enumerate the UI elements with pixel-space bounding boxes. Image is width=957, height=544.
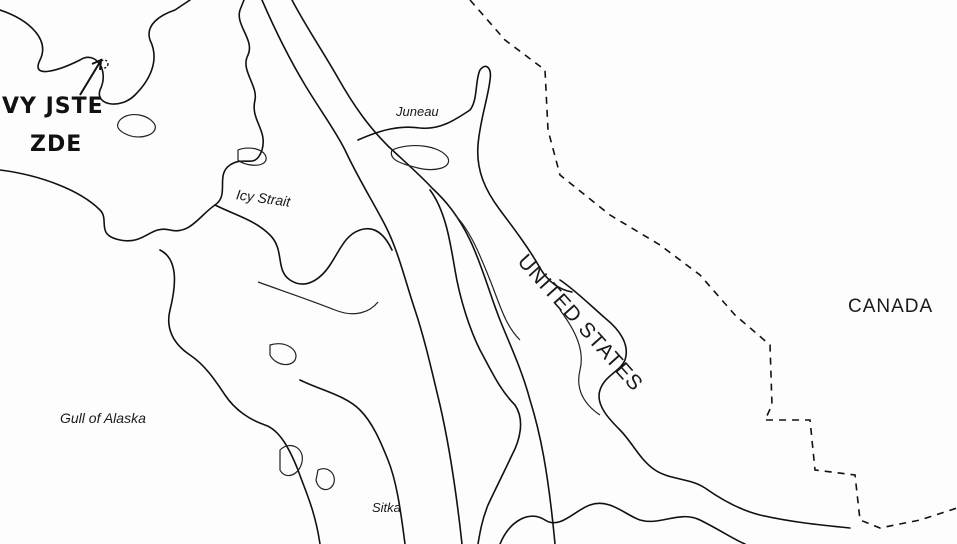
coastline-lynn-west [261,0,463,544]
label-sitka: Sitka [372,500,401,515]
coastline-northwest [0,0,191,105]
coastline-douglas-island [390,145,450,171]
location-marker-icon [99,59,109,69]
coastline-island-nw2 [237,147,267,166]
coastline-admiralty-inner [454,214,521,341]
handwritten-note-line2: ZDE [30,132,83,157]
coastline-lynn-east [291,0,556,544]
coastline-chichagof-north [0,0,265,242]
coastline-island-small1 [269,343,297,366]
coastline-island-small2 [315,468,335,491]
coastline-juneau [357,65,573,293]
coastline-island-nw [117,113,156,138]
coastline-baranof [299,379,406,544]
international-boundary [469,0,957,529]
label-gulf-of-alaska: Gull of Alaska [60,410,146,426]
coastline-island-central [257,281,379,315]
coastline-icy-strait-south [214,204,393,285]
coastline-mainland-east [559,279,851,529]
coastline-south-fringe [499,502,746,544]
coastline-southwest-islands [279,445,303,477]
label-canada: CANADA [848,296,934,317]
coastline-mainland-inner [559,309,601,416]
coastline-admiralty [429,189,522,544]
label-juneau: Juneau [396,104,439,119]
handwritten-note-line1: VY JSTE [2,94,104,119]
arrow-shaft [79,61,101,96]
